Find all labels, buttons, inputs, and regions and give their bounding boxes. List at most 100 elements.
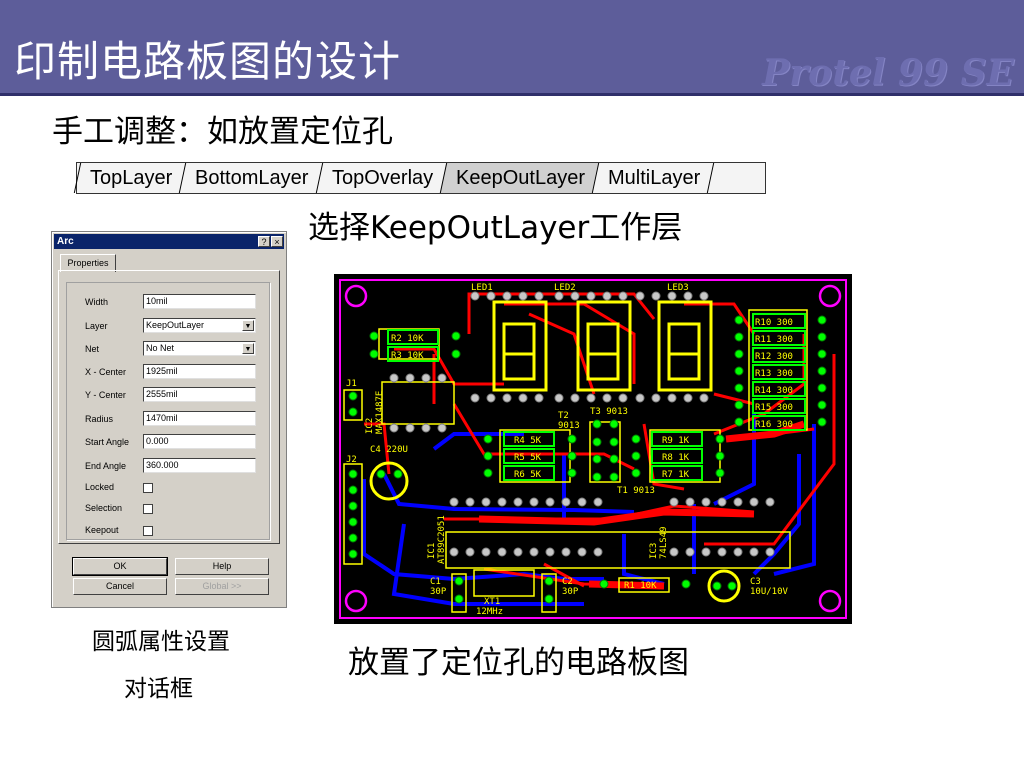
resistor-outlines [387, 313, 806, 481]
dialog-titlebar[interactable]: Arc ? × [54, 234, 284, 249]
layer-select-value: KeepOutLayer [146, 320, 205, 330]
label-c3-value: 10U/10V [750, 587, 789, 597]
pcb-board-image: LED1 LED2 LED3 R2 10K R3 10K R10 300 R11… [334, 274, 852, 624]
selection-checkbox[interactable] [143, 504, 153, 514]
bottom-traces [362, 414, 816, 606]
white-pads [389, 291, 775, 557]
tab-label: TopOverlay [331, 167, 433, 189]
tab-keepoutlayer[interactable]: KeepOutLayer [439, 163, 599, 193]
tab-label: BottomLayer [195, 167, 309, 189]
tab-topoverlay[interactable]: TopOverlay [315, 163, 447, 193]
mounting-hole [818, 284, 842, 308]
locked-checkbox[interactable] [143, 483, 153, 493]
label-ic3: IC3 [649, 543, 659, 559]
tab-properties[interactable]: Properties [60, 254, 116, 272]
net-select[interactable]: No Net ▼ [143, 341, 256, 356]
label-r6: R6 5K [514, 470, 542, 480]
label-r7: R7 1K [662, 470, 690, 480]
label-c1: C1 [430, 577, 441, 587]
brand-logo-text: Protel 99 SE [762, 52, 1014, 94]
width-field[interactable]: 10mil [143, 294, 256, 309]
label-r16: R16 300 [755, 420, 793, 430]
label-r14: R14 300 [755, 386, 793, 396]
label-r4: R4 5K [514, 436, 542, 446]
tab-label: KeepOutLayer [455, 167, 585, 189]
mounting-hole [344, 284, 368, 308]
tab-toplayer[interactable]: TopLayer [73, 163, 186, 193]
slide-header: 印制电路板图的设计 Protel 99 SE [0, 0, 1024, 96]
selection-label: Selection [85, 503, 123, 513]
layer-caption: 选择KeepOutLayer工作层 [308, 210, 683, 246]
layer-tab-bar: TopLayer BottomLayer TopOverlay KeepOutL… [73, 162, 766, 194]
global-button[interactable]: Global >> [175, 578, 269, 595]
label-ic2: IC2 [365, 418, 375, 434]
label-led1: LED1 [471, 283, 493, 293]
label-at89c2051: AT89C2051 [437, 515, 447, 564]
label-t3: T3 9013 [590, 407, 628, 417]
x-center-label: X - Center [85, 367, 127, 377]
label-j1: J1 [346, 379, 357, 389]
label-c1-value: 30P [430, 587, 447, 597]
tab-label: MultiLayer [607, 167, 701, 189]
tab-bottomlayer[interactable]: BottomLayer [179, 163, 322, 193]
net-select-value: No Net [146, 343, 175, 353]
keepout-checkbox[interactable] [143, 526, 153, 536]
label-74ls49: 74LS49 [659, 526, 669, 559]
pcb-labels: LED1 LED2 LED3 R2 10K R3 10K R10 300 R11… [346, 283, 793, 617]
slide-title: 印制电路板图的设计 [14, 37, 402, 86]
help-button[interactable]: Help [175, 558, 269, 575]
label-r15: R15 300 [755, 403, 793, 413]
layer-select[interactable]: KeepOutLayer ▼ [143, 318, 256, 333]
label-xt1-value: 12MHz [476, 607, 503, 617]
label-t2: T2 [558, 411, 569, 421]
label-r13: R13 300 [755, 369, 793, 379]
label-t1: T1 9013 [617, 486, 655, 496]
label-led3: LED3 [667, 283, 689, 293]
dialog-title: Arc [57, 236, 74, 247]
label-ic1: IC1 [427, 543, 437, 559]
label-xt1: XT1 [484, 597, 500, 607]
label-r1: R1 10K [624, 581, 657, 591]
chevron-down-icon[interactable]: ▼ [242, 343, 254, 354]
keepout-label: Keepout [85, 525, 119, 535]
help-title-button[interactable]: ? [258, 236, 270, 247]
dialog-caption-line1: 圆弧属性设置 [92, 629, 230, 655]
close-title-button[interactable]: × [271, 236, 283, 247]
label-j2: J2 [346, 455, 357, 465]
keepout-outline [339, 279, 847, 619]
tab-multilayer[interactable]: MultiLayer [591, 163, 715, 193]
x-center-field[interactable]: 1925mil [143, 364, 256, 379]
label-r2: R2 10K [391, 334, 424, 344]
ok-button[interactable]: OK [72, 557, 168, 576]
label-c4: C4 220U [370, 445, 408, 455]
label-c3: C3 [750, 577, 761, 587]
label-r3: R3 10K [391, 351, 424, 361]
label-r9: R9 1K [662, 436, 690, 446]
radius-field[interactable]: 1470mil [143, 411, 256, 426]
electrolytic-caps [369, 461, 741, 603]
end-angle-label: End Angle [85, 461, 127, 471]
board-caption: 放置了定位孔的电路板图 [348, 645, 689, 681]
properties-panel [58, 270, 280, 544]
cancel-button[interactable]: Cancel [73, 578, 167, 595]
layer-label: Layer [85, 321, 108, 331]
label-max1487e: MAX1487E [375, 391, 385, 434]
mounting-hole [344, 589, 368, 613]
start-angle-field[interactable]: 0.000 [143, 434, 256, 449]
chevron-down-icon[interactable]: ▼ [242, 320, 254, 331]
arc-dialog: Arc ? × Properties Width 10mil Layer Kee… [51, 231, 287, 608]
label-r5: R5 5K [514, 453, 542, 463]
end-angle-field[interactable]: 360.000 [143, 458, 256, 473]
pcb-drawing: LED1 LED2 LED3 R2 10K R3 10K R10 300 R11… [339, 279, 847, 619]
dialog-caption-line2: 对话框 [124, 676, 193, 702]
label-c2: C2 [562, 577, 573, 587]
start-angle-label: Start Angle [85, 437, 130, 447]
mounting-hole [818, 589, 842, 613]
slide-subtitle: 手工调整：如放置定位孔 [52, 114, 393, 150]
green-pads [348, 315, 827, 604]
y-center-label: Y - Center [85, 390, 126, 400]
seven-segment-displays [492, 300, 713, 392]
y-center-field[interactable]: 2555mil [143, 387, 256, 402]
label-r10: R10 300 [755, 318, 793, 328]
properties-group [66, 282, 270, 540]
